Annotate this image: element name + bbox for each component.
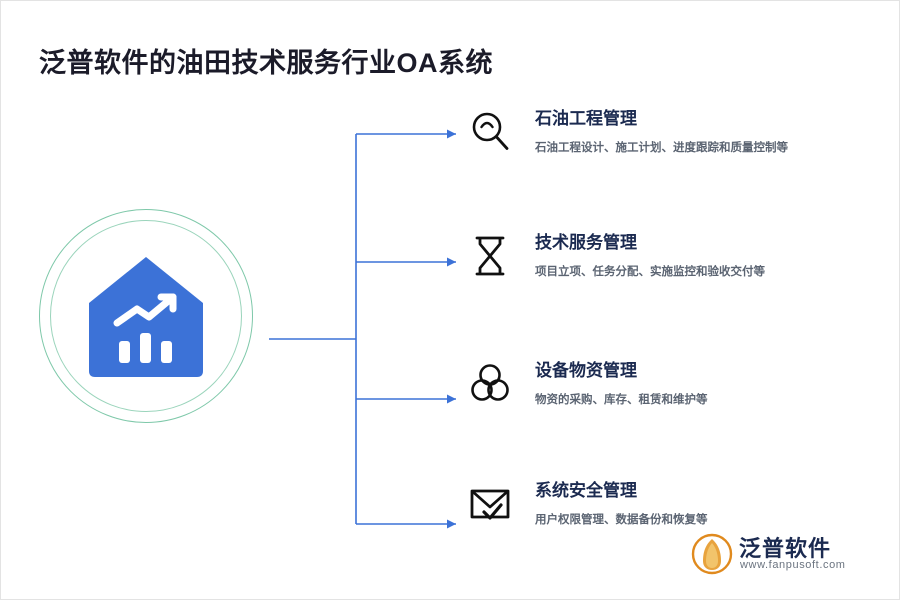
brand-name: 泛普软件: [739, 536, 832, 561]
central-emblem: [39, 209, 253, 423]
item-description: 物资的采购、库存、租赁和维护等: [535, 394, 708, 406]
fanpu-logo-icon: [691, 533, 733, 575]
item-heading: 设备物资管理: [535, 361, 637, 380]
outer-ring: [39, 209, 253, 423]
magnifier-icon: [467, 109, 513, 155]
three-circles-icon: [467, 361, 513, 407]
item-heading: 石油工程管理: [535, 109, 637, 128]
item-texts: 设备物资管理 物资的采购、库存、租赁和维护等: [535, 361, 885, 408]
house-chart-icon: [89, 257, 203, 377]
brand-url: www.fanpusoft.com: [740, 559, 846, 571]
page-title: 泛普软件的油田技术服务行业OA系统: [39, 48, 493, 78]
item-description: 用户权限管理、数据备份和恢复等: [535, 514, 708, 526]
brand-logo: 泛普软件 www.fanpusoft.com: [691, 527, 881, 583]
hourglass-icon: [467, 233, 513, 279]
item-texts: 系统安全管理 用户权限管理、数据备份和恢复等: [535, 481, 885, 528]
item-texts: 石油工程管理 石油工程设计、施工计划、进度跟踪和质量控制等: [535, 109, 885, 156]
item-heading: 技术服务管理: [535, 233, 637, 252]
item-description: 项目立项、任务分配、实施监控和验收交付等: [535, 266, 765, 278]
item-description: 石油工程设计、施工计划、进度跟踪和质量控制等: [535, 142, 788, 154]
item-texts: 技术服务管理 项目立项、任务分配、实施监控和验收交付等: [535, 233, 885, 280]
inner-ring: [50, 220, 242, 412]
item-heading: 系统安全管理: [535, 481, 637, 500]
mail-check-icon: [467, 481, 513, 527]
